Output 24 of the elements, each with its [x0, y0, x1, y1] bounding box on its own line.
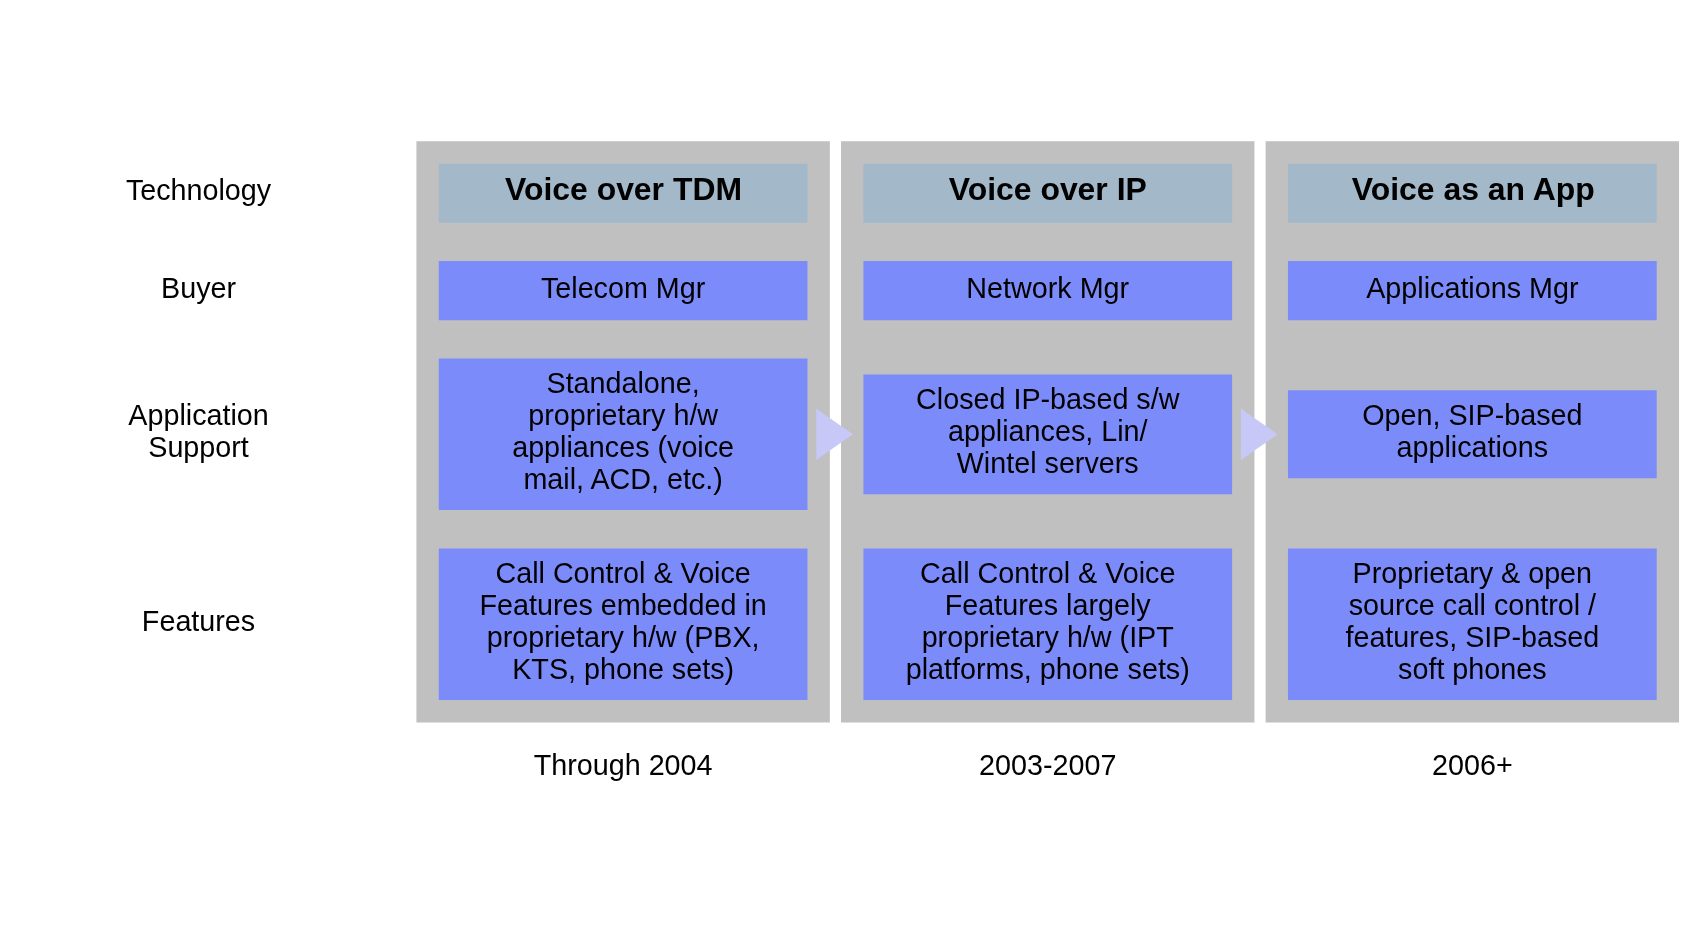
node-box: Network Mgr	[863, 260, 1233, 320]
node-box: Closed IP-based s/w appliances, Lin/ Wintel servers	[863, 373, 1233, 494]
node-box: Open, SIP-based applications	[1287, 389, 1657, 478]
label: 2003-2007	[979, 748, 1117, 781]
label: Buyer	[161, 271, 237, 304]
node-box: Proprietary & open source call control / features, SIP-based soft phones	[1287, 547, 1657, 700]
cluster	[841, 140, 1255, 722]
node-box: Voice over TDM	[438, 163, 808, 223]
node-box: Voice as an App	[1287, 163, 1657, 223]
label: 2006+	[1432, 748, 1513, 781]
cluster	[1265, 140, 1680, 722]
label: Technology	[125, 173, 272, 206]
node-box: Voice over IP	[863, 163, 1233, 223]
label: Application Support	[128, 398, 269, 463]
label: Through 2004	[533, 748, 713, 781]
node-box: Applications Mgr	[1287, 260, 1657, 320]
arrow	[816, 408, 853, 460]
node-box: Standalone, proprietary h/w appliances (voice mail, ACD, etc.)	[438, 357, 808, 510]
node-box: Call Control & Voice Features embedded in proprietary h/w (PBX, KTS, phone sets)	[438, 547, 808, 700]
arrow	[1240, 408, 1278, 460]
cluster	[416, 140, 830, 722]
label: Features	[141, 604, 256, 637]
node-box: Telecom Mgr	[438, 260, 808, 320]
node-box: Call Control & Voice Features largely proprietary h/w (IPT platforms, phone sets)	[863, 547, 1233, 700]
